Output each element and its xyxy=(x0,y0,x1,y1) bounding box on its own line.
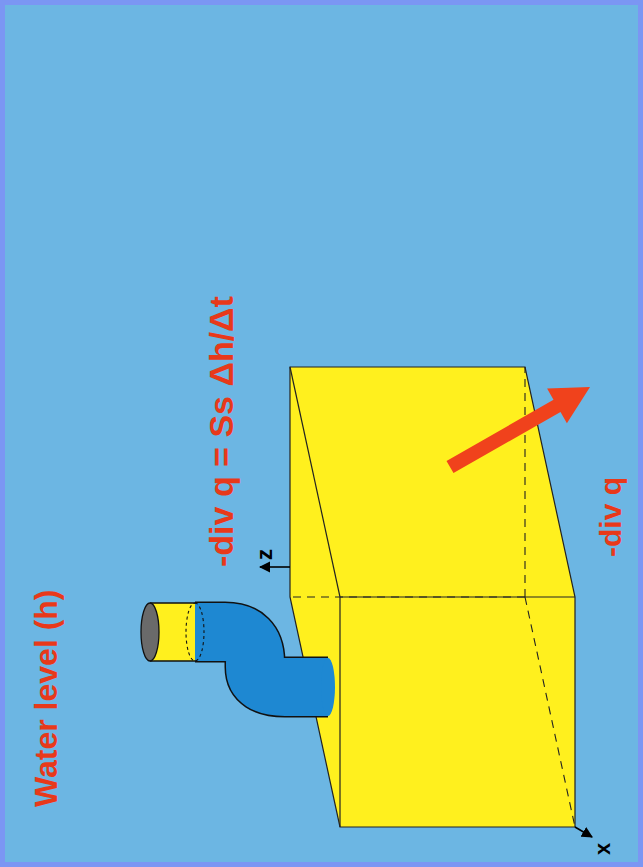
title-wrap: -div q = Ss Δh/Δt xyxy=(202,296,241,567)
outflow-arrow xyxy=(447,387,591,473)
z-axis-arrow xyxy=(260,566,290,568)
axis-label: z xyxy=(252,549,277,560)
axis-label: x xyxy=(590,843,615,855)
outflow-label: -div q xyxy=(594,477,629,557)
label-wrap: Water level (h) xyxy=(28,589,65,807)
label-wrap: x xyxy=(590,843,615,855)
label-wrap: z xyxy=(252,549,277,560)
slide-border xyxy=(3,3,641,865)
standpipe xyxy=(141,603,335,716)
label-wrap: -div q xyxy=(594,477,629,557)
title: -div q = Ss Δh/Δt xyxy=(202,296,241,567)
water-level-label: Water level (h) xyxy=(28,589,65,807)
aquifer-cube xyxy=(290,367,575,827)
x-axis-arrow xyxy=(575,827,592,837)
